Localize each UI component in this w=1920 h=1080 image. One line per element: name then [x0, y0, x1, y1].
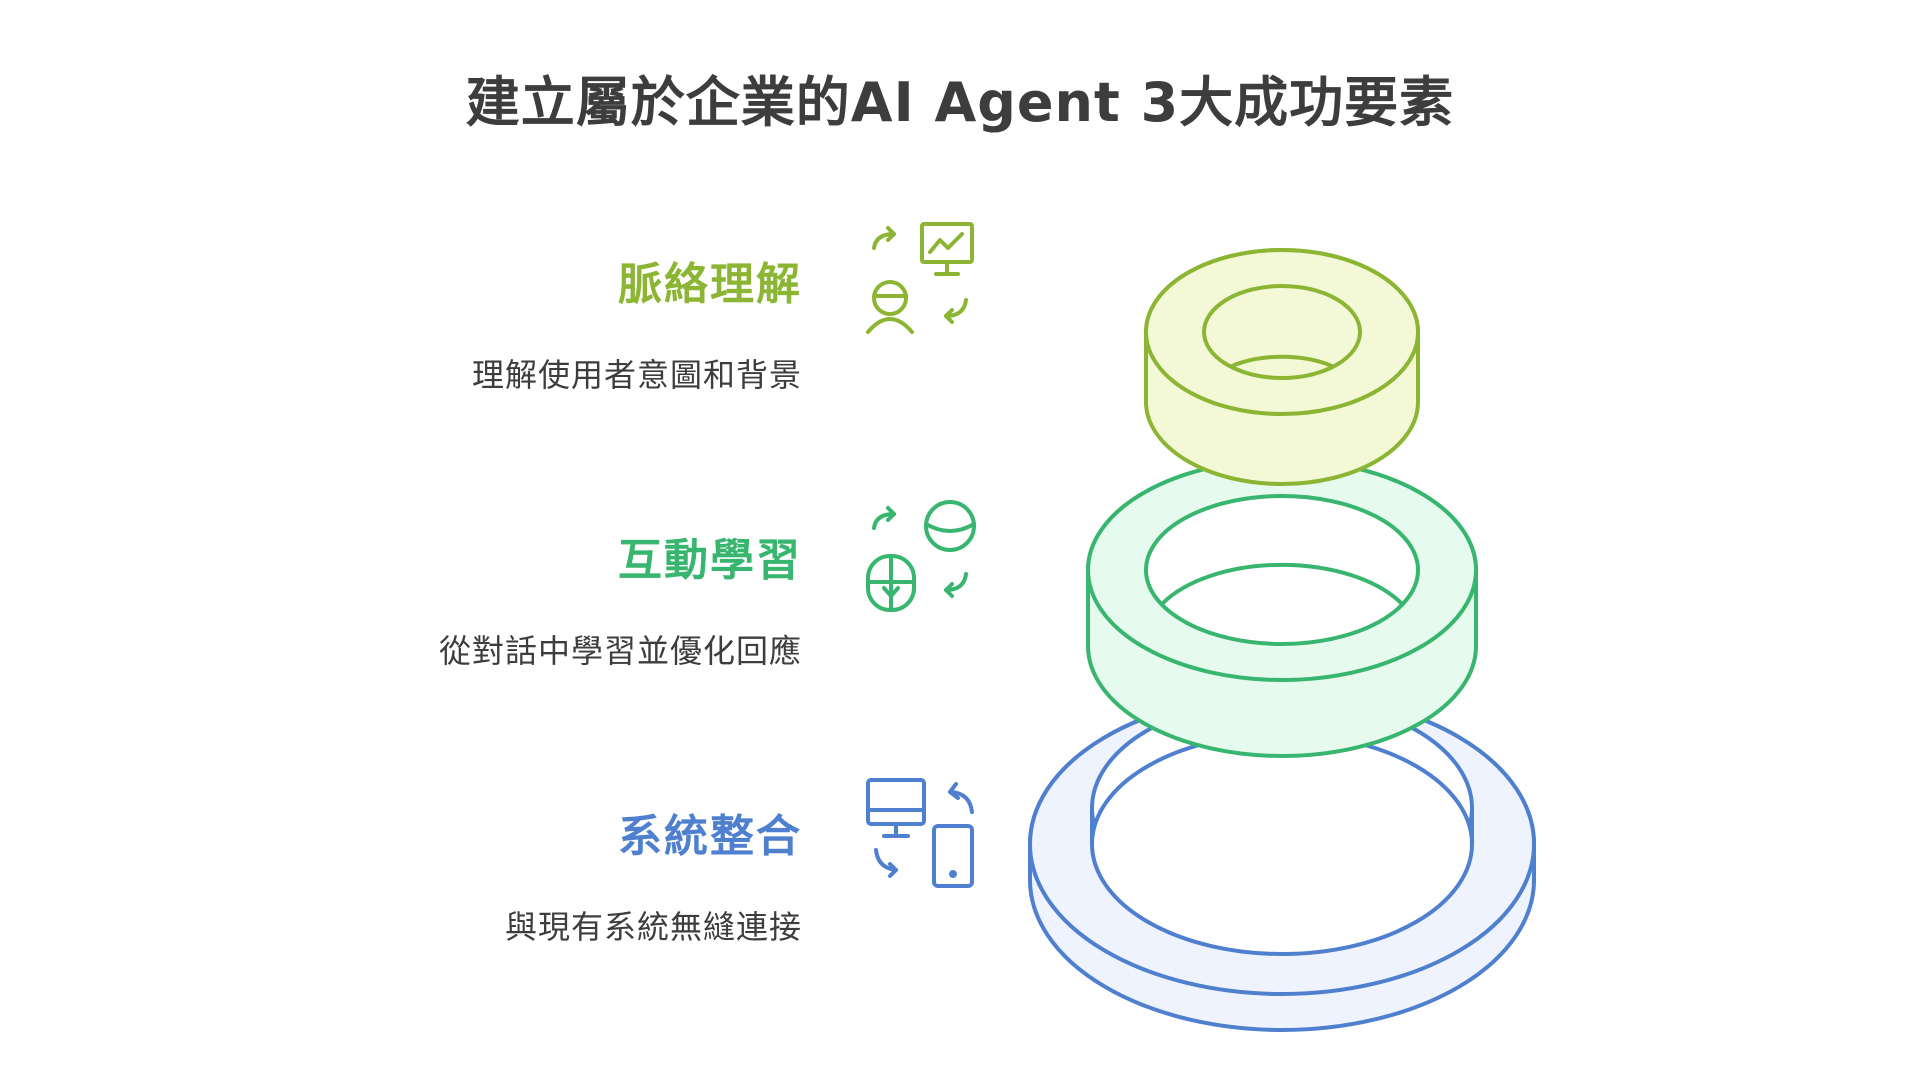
factor-label: 脈絡理解	[618, 259, 802, 310]
factor-system-integration: 系統整合 與現有系統無縫連接	[505, 800, 802, 948]
factor-label: 系統整合	[618, 811, 802, 862]
factor-description: 與現有系統無縫連接	[504, 908, 802, 946]
ring-system-integration	[1028, 692, 1536, 1032]
mouse-exchange-icon	[860, 494, 980, 614]
device-sync-icon	[860, 770, 980, 890]
ring-context-understanding	[1144, 248, 1420, 486]
factor-context-understanding: 脈絡理解 理解使用者意圖和背景	[472, 248, 802, 396]
factor-description: 理解使用者意圖和背景	[471, 356, 802, 394]
ring-interactive-learning	[1086, 458, 1478, 758]
factor-description: 從對話中學習並優化回應	[438, 632, 802, 670]
user-analytics-icon	[860, 218, 980, 338]
factor-interactive-learning: 互動學習 從對話中學習並優化回應	[439, 524, 802, 672]
factor-label: 互動學習	[618, 535, 802, 586]
page-title: 建立屬於企業的AI Agent 3大成功要素	[465, 71, 1455, 134]
